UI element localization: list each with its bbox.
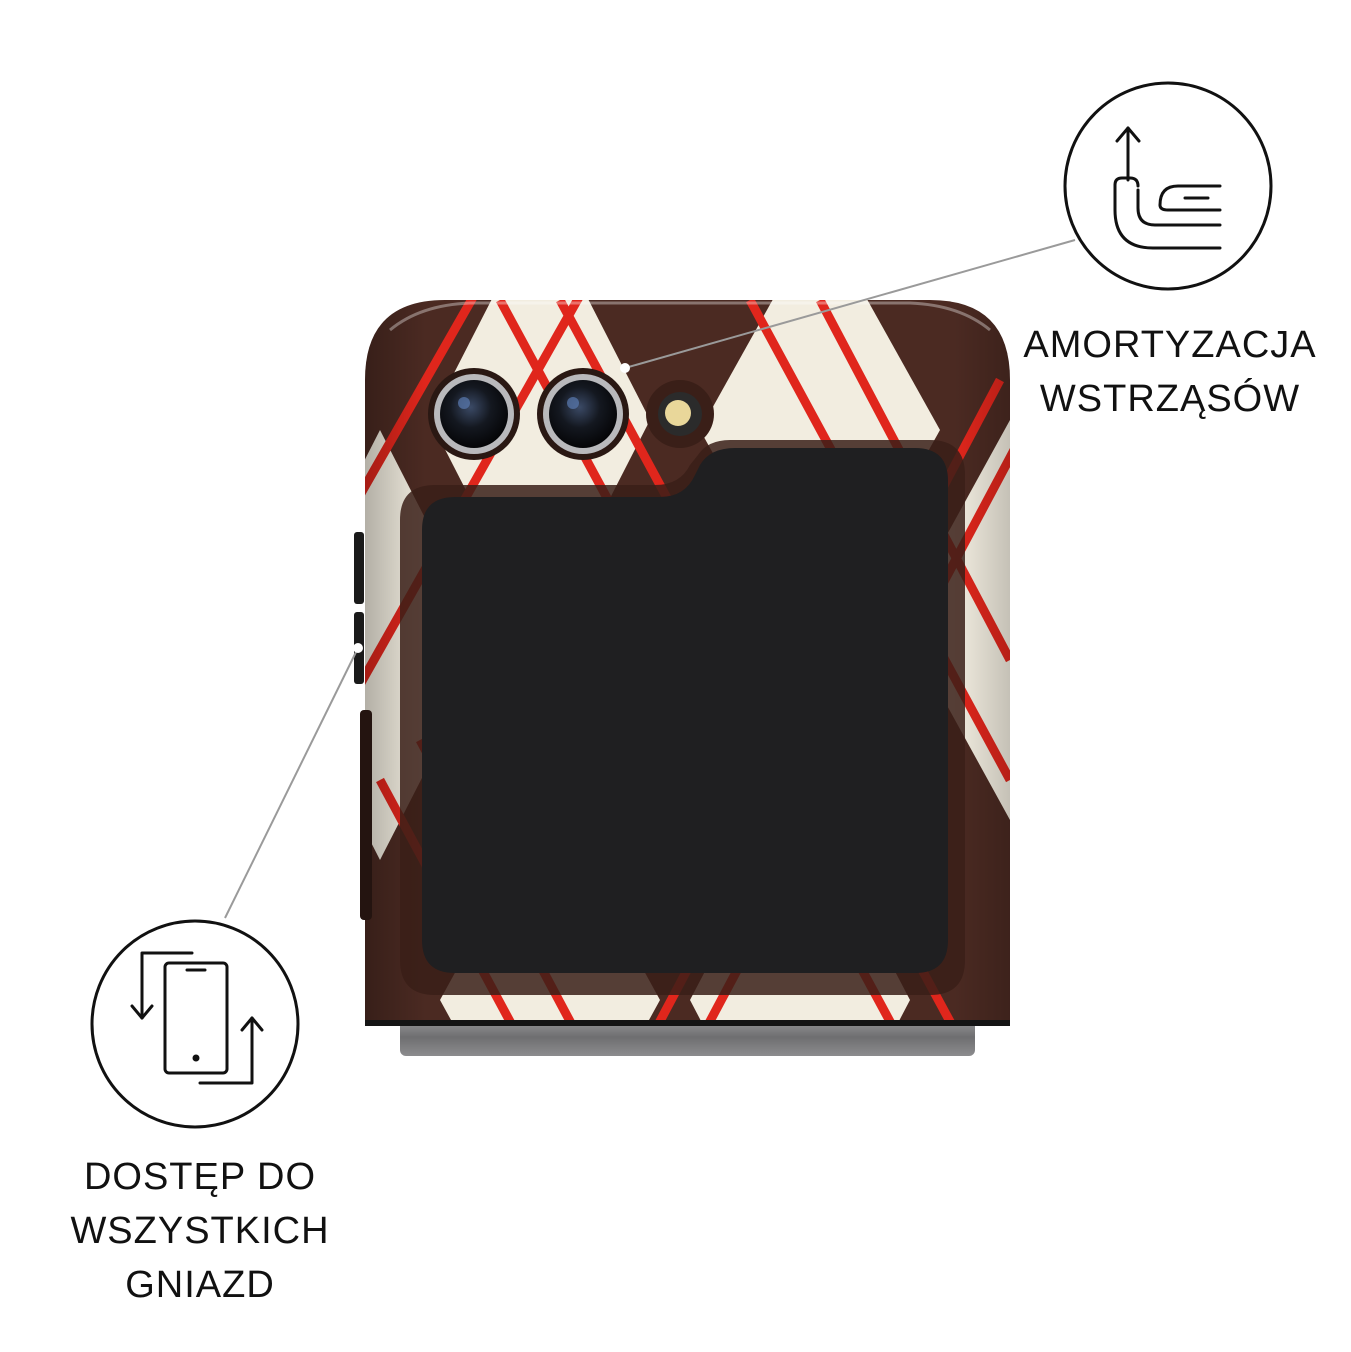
shock-absorption-icon <box>1063 81 1273 291</box>
port-access-label-line-1: DOSTĘP DO <box>83 1156 317 1198</box>
port-access-label-line-3: GNIAZD <box>125 1264 275 1306</box>
callout-dot-ports <box>353 643 363 653</box>
cover-screen <box>422 448 948 973</box>
shock-absorption-label-line-1: AMORTYZACJA <box>1023 324 1317 366</box>
hinge <box>400 1018 975 1056</box>
port-access-label: DOSTĘP DO WSZYSTKICH GNIAZD <box>55 1150 345 1312</box>
side-buttons <box>354 532 372 920</box>
port-access-icon <box>90 919 300 1129</box>
port-access-label-line-2: WSZYSTKICH <box>70 1210 330 1252</box>
shock-absorption-label: AMORTYZACJA WSTRZĄSÓW <box>1010 318 1330 426</box>
callout-lines <box>224 239 1076 919</box>
shock-absorption-label-line-2: WSTRZĄSÓW <box>1039 378 1301 420</box>
camera-module <box>428 368 714 460</box>
callout-dot-shock <box>620 363 630 373</box>
